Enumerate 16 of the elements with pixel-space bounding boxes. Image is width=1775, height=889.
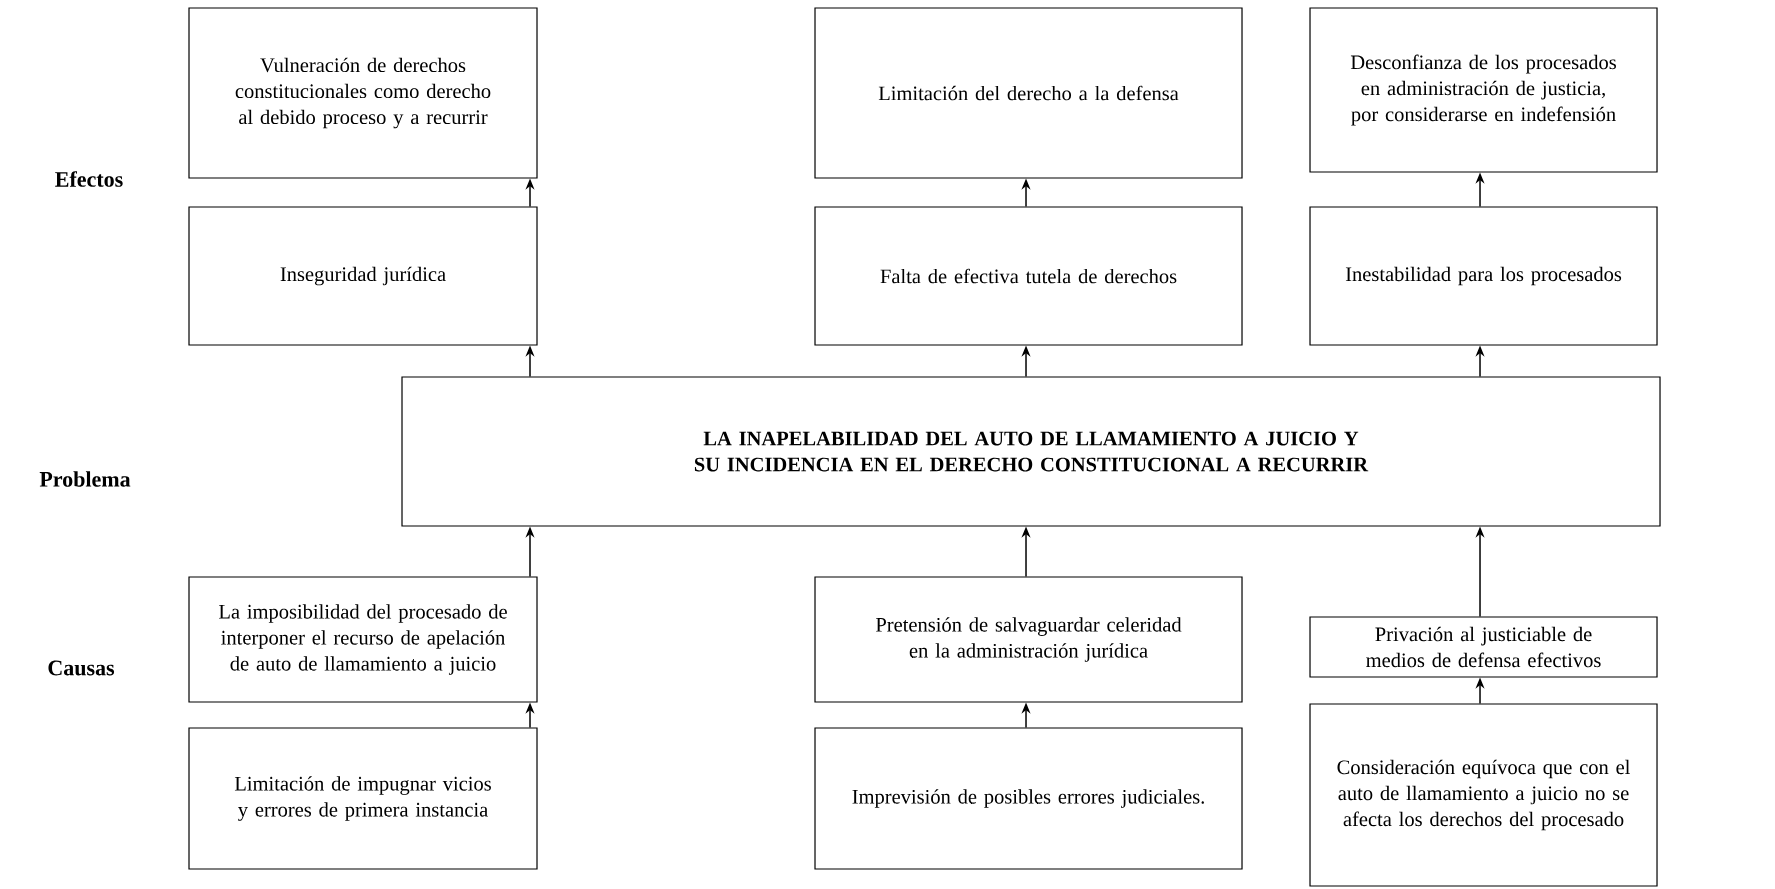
text-box: Consideración equívoca que con el auto de llamamiento a juicio no se afecta los derechos del procesado	[1309, 703, 1658, 887]
text-box: Inestabilidad para los procesados	[1309, 206, 1658, 346]
text-box: La imposibilidad del procesado de interponer el recurso de apelación de auto de llamamiento a juicio	[188, 576, 538, 703]
text-box: Desconfianza de los procesados en administración de justicia, por considerarse en indefensión	[1309, 7, 1658, 173]
text-box: Privación al justiciable de medios de defensa efectivos	[1309, 616, 1658, 678]
text-box: Pretensión de salvaguardar celeridad en la administración jurídica	[814, 576, 1243, 703]
text-box: LA INAPELABILIDAD DEL AUTO DE LLAMAMIENTO A JUICIO Y SU INCIDENCIA EN EL DERECHO CONSTITUCIONAL A RECURRIR	[401, 376, 1661, 527]
text-box: Vulneración de derechos constitucionales como derecho al debido proceso y a recurrir	[188, 7, 538, 179]
text-box: Inseguridad jurídica	[188, 206, 538, 346]
row-label: Causas	[48, 660, 115, 676]
row-label: Problema	[39, 471, 131, 487]
text-box: Limitación del derecho a la defensa	[814, 7, 1243, 179]
text-box: Imprevisión de posibles errores judiciales.	[814, 727, 1243, 870]
text-box: Falta de efectiva tutela de derechos	[814, 206, 1243, 346]
text-box: Limitación de impugnar vicios y errores de primera instancia	[188, 727, 538, 870]
row-label: Efectos	[55, 171, 123, 187]
